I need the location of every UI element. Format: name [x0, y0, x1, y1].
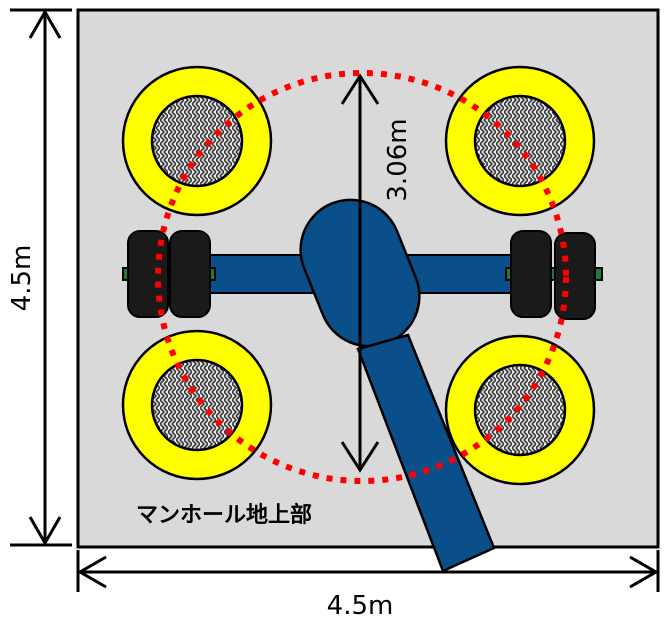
outrigger-bottom-left	[121, 329, 273, 481]
width-dimension-arrow	[76, 550, 660, 592]
height-dimension-arrow	[10, 8, 72, 547]
diameter-arrow	[340, 73, 380, 473]
wheel-icon	[554, 232, 596, 320]
width-dimension-label: 4.5m	[327, 591, 394, 621]
height-dimension-label: 4.5m	[7, 245, 37, 312]
outrigger-top-right	[444, 65, 596, 217]
manhole-area-label: マンホール地上部	[136, 502, 312, 528]
wheel-icon	[127, 230, 169, 318]
wheel-icon	[510, 230, 552, 318]
outrigger-top-left	[121, 65, 273, 217]
circle-diameter-label: 3.06m	[383, 118, 413, 201]
wheel-icon	[169, 230, 211, 318]
rotation-circle	[155, 70, 569, 484]
crane-boom-icon	[356, 333, 496, 573]
